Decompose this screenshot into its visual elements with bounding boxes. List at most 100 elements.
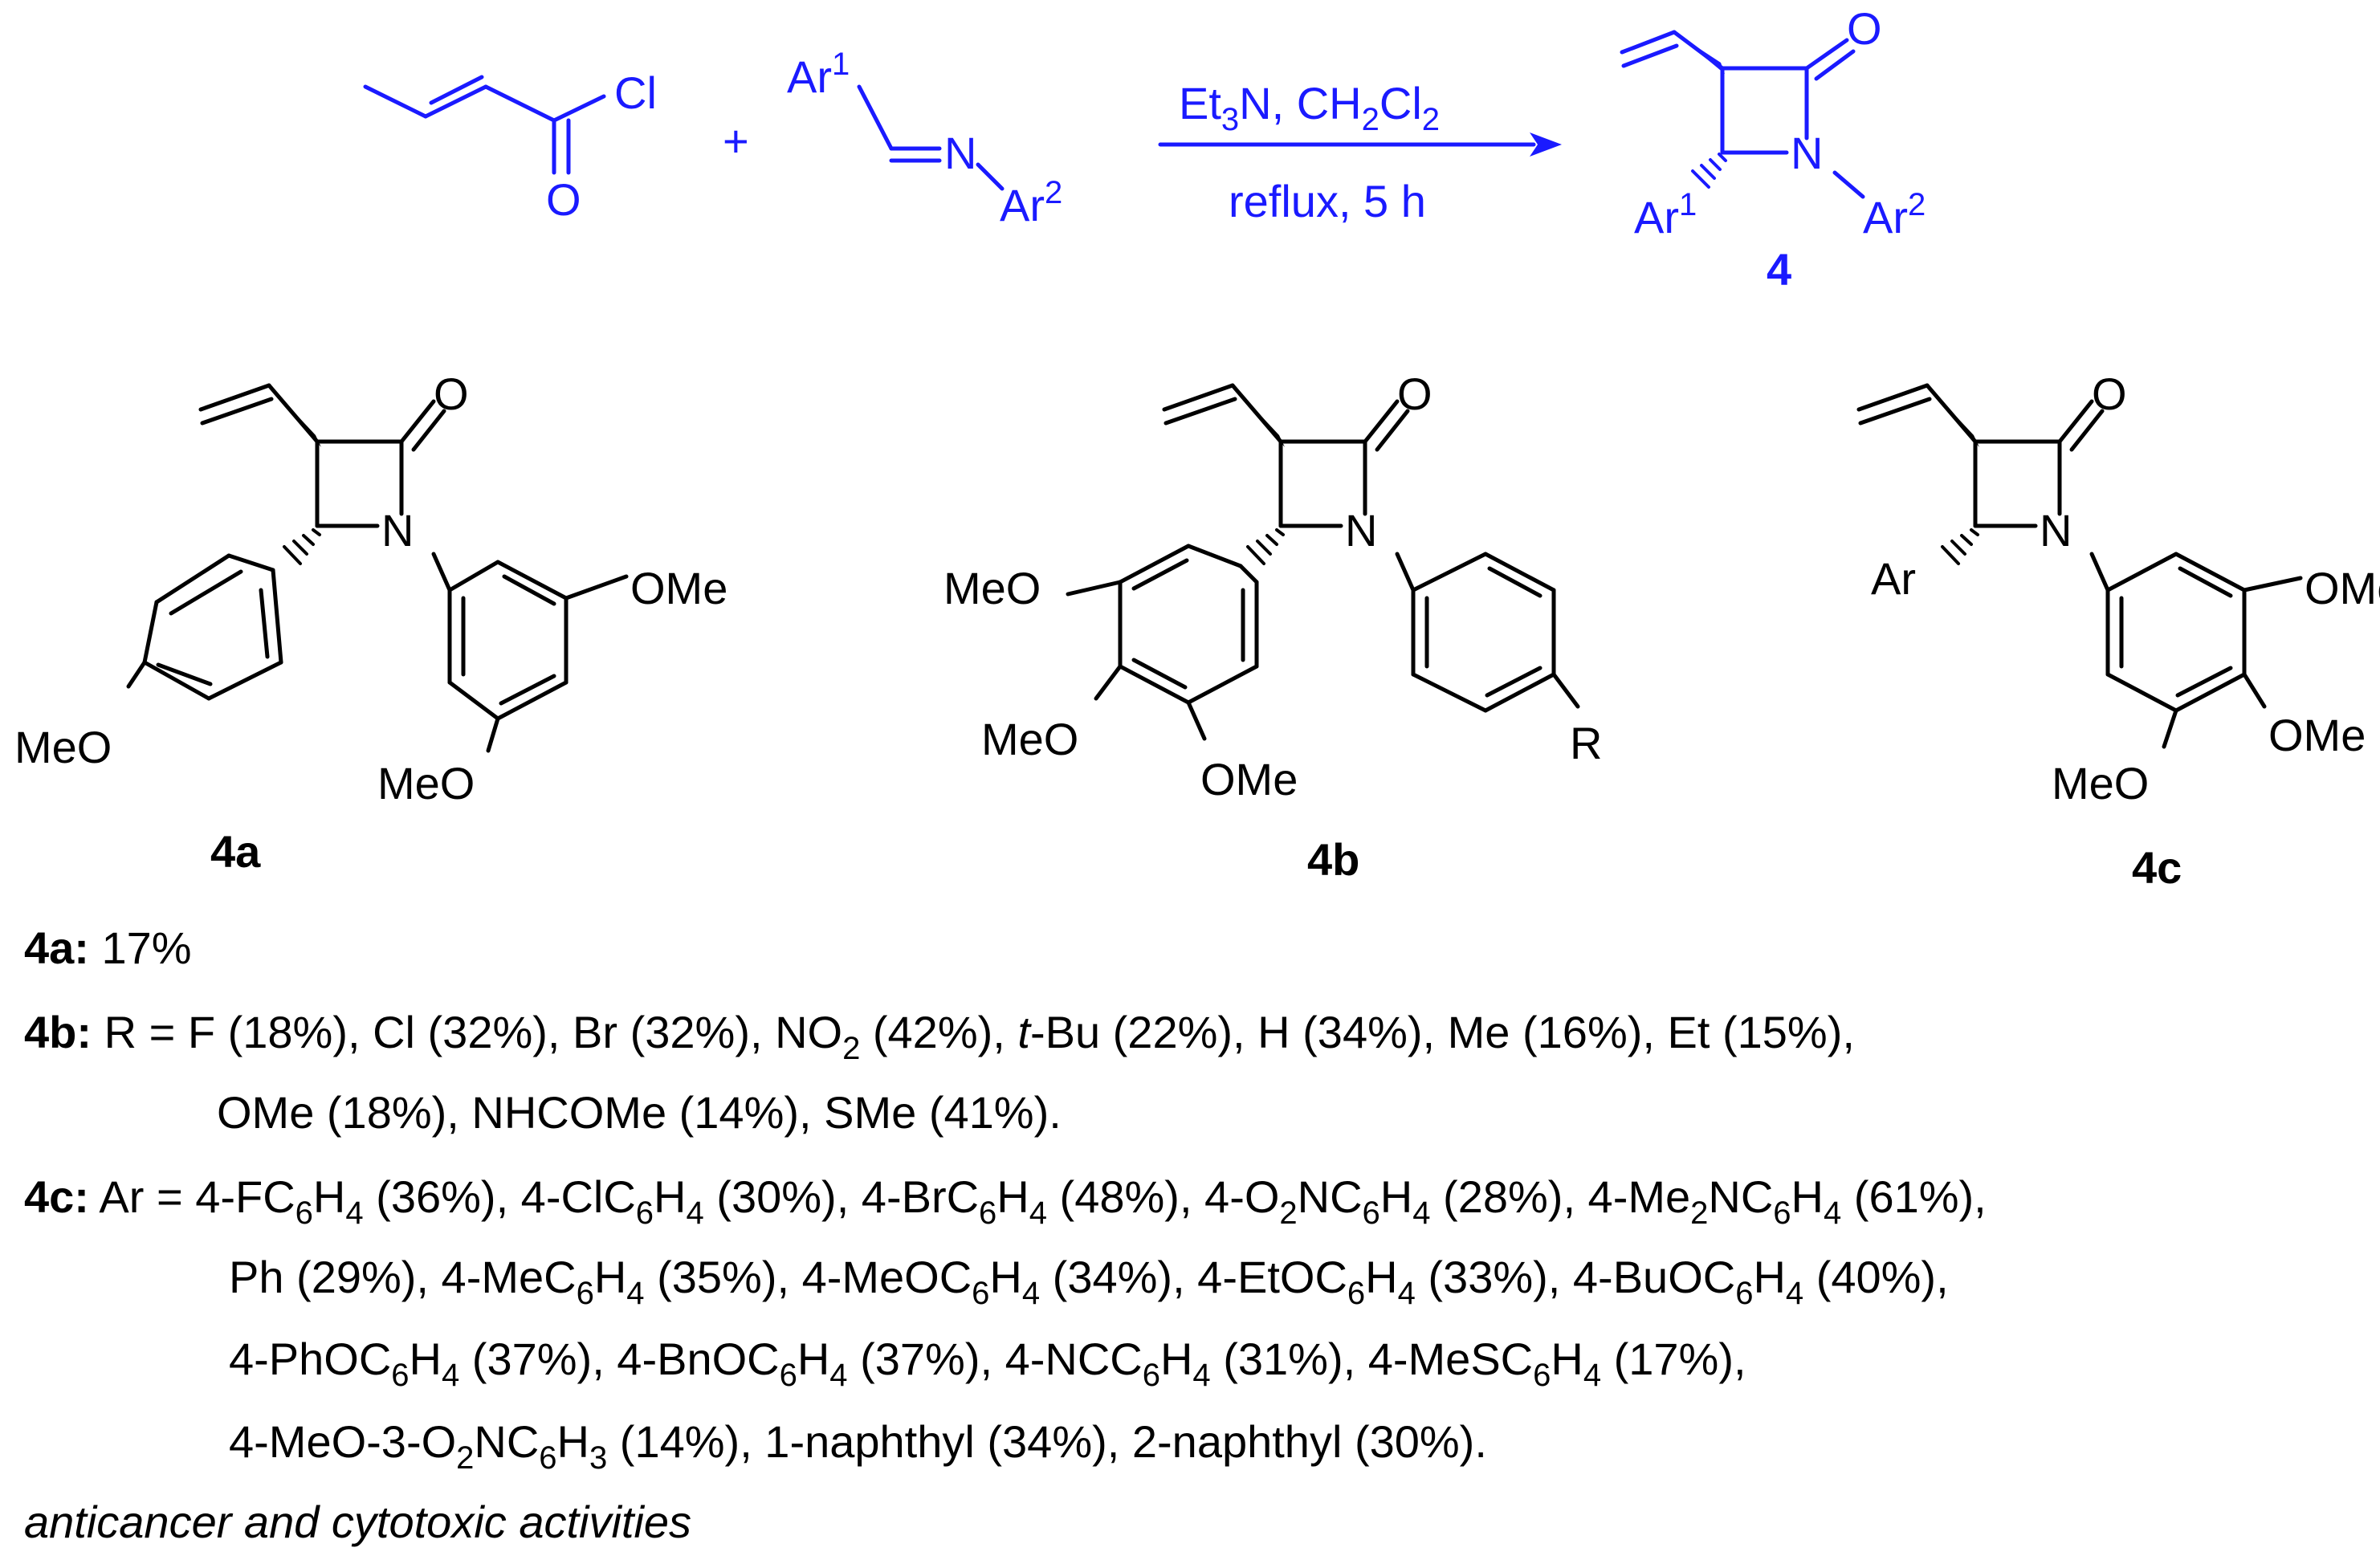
yield-4c-line3-seg-6: H [797, 1334, 829, 1384]
s4a-compound-label: 4a [210, 826, 261, 877]
s4b-compound-label: 4b [1307, 834, 1359, 885]
yield-4c-line2-seg-5: 6 [972, 1276, 989, 1311]
yield-4c-line1-seg-18: (28%), 4-Me [1431, 1171, 1691, 1222]
product-n-label: N [1791, 128, 1823, 178]
yield-4c-line1-seg-6: H [654, 1171, 686, 1222]
yield-4c-line2-seg-15: 4 [1786, 1276, 1803, 1311]
structure-4a [126, 383, 629, 753]
yield-4c-line1-seg-14: NC [1298, 1171, 1363, 1222]
s4a-meo-bottom: MeO [377, 758, 475, 808]
imine-structure [857, 84, 1005, 191]
product-compound-number: 4 [1767, 244, 1791, 295]
yield-4c-line1-seg-22: H [1791, 1171, 1824, 1222]
s4c-n: N [2040, 505, 2072, 556]
s4b-n: N [1345, 505, 1377, 556]
yield-4c-line2-seg-13: 6 [1735, 1276, 1753, 1311]
acyl-chloride-o-label: O [546, 174, 581, 225]
s4b-meo-mid: MeO [981, 714, 1078, 764]
yield-4c-line1-seg-0: Ar = 4-FC [99, 1171, 295, 1222]
yield-4c-line1-seg-21: 6 [1773, 1195, 1791, 1231]
s4b-meo-top: MeO [943, 563, 1041, 613]
s4c-ome-right: OMe [2305, 563, 2380, 613]
product-ar2-label: Ar2 [1863, 187, 1926, 242]
product-vinyl-wedge [1674, 32, 1725, 74]
yield-4c-line3: 4-PhOC6H4 (37%), 4-BnOC6H4 (37%), 4-NCC6… [229, 1334, 1746, 1393]
yield-4c-line3-seg-9: 6 [1143, 1358, 1160, 1393]
yield-4c-line1-seg-8: (30%), 4-BrC [704, 1171, 979, 1222]
yield-4c-line2-seg-12: (33%), 4-BuOC [1416, 1252, 1735, 1302]
yield-4c-line1-seg-12: (48%), 4-O [1047, 1171, 1279, 1222]
yield-4c-line4-seg-1: 2 [456, 1440, 474, 1476]
yield-4c-line3-seg-2: H [410, 1334, 442, 1384]
s4c-ar: Ar [1871, 553, 1916, 604]
yield-4c-line1-seg-15: 6 [1363, 1195, 1380, 1231]
yield-4c-line1-seg-9: 6 [979, 1195, 996, 1231]
yield-4c-line3-seg-7: 4 [829, 1358, 847, 1393]
yield-4c-line3-seg-15: 4 [1583, 1358, 1601, 1393]
yield-4c-line1-seg-20: NC [1708, 1171, 1773, 1222]
yield-4c-line2-seg-6: H [989, 1252, 1021, 1302]
yield-4c-line3-seg-13: 6 [1533, 1358, 1551, 1393]
yield-4c-line4-seg-0: 4-MeO-3-O [229, 1416, 456, 1467]
yield-4c-line1-seg-24: (61%), [1841, 1171, 1987, 1222]
yield-4a-line: 4a: 17% [24, 922, 192, 973]
s4c-compound-label: 4c [2132, 842, 2182, 893]
product-ar1-label: Ar1 [1634, 187, 1697, 242]
yield-4c-line1-seg-16: H [1380, 1171, 1412, 1222]
yield-4c-line4-seg-2: NC [474, 1416, 539, 1467]
yield-4c-line1-seg-11: 4 [1029, 1195, 1047, 1231]
s4b-carbonyl-o: O [1397, 369, 1432, 419]
yield-4c-line2-seg-0: Ph (29%), 4-MeC [229, 1252, 577, 1302]
yield-4c-line3-seg-12: (31%), 4-MeSC [1211, 1334, 1533, 1384]
yield-4c-line4-seg-5: 3 [589, 1440, 607, 1476]
s4a-meo-left: MeO [14, 722, 112, 772]
reaction-arrow-head [1530, 132, 1562, 157]
yield-4c-line2-seg-10: H [1365, 1252, 1397, 1302]
yield-4b-line2: OMe (18%), NHCOMe (14%), SMe (41%). [217, 1087, 1062, 1138]
activity-footer: anticancer and cytotoxic activities [24, 1497, 691, 1547]
yield-4c-line3-seg-1: 6 [391, 1358, 409, 1393]
yield-4c-line4-seg-3: 6 [539, 1440, 556, 1476]
yield-4c-line2-seg-7: 4 [1022, 1276, 1040, 1311]
yields-block: 4a: 17% 4b: R = F (18%), Cl (32%), Br (3… [24, 922, 1987, 1476]
yield-4b-line1: 4b: R = F (18%), Cl (32%), Br (32%), NO2… [24, 1007, 1855, 1066]
yield-4c-line3-seg-10: H [1160, 1334, 1192, 1384]
yield-4c-line3-seg-5: 6 [780, 1358, 797, 1393]
yield-4c-line2-seg-9: 6 [1347, 1276, 1365, 1311]
conditions-reagents: Et3N, CH2Cl2 [1179, 78, 1440, 137]
yield-4c-line2-seg-1: 6 [577, 1276, 594, 1311]
yield-4c-line1-seg-3: 4 [345, 1195, 363, 1231]
product-beta-lactam-structure [1620, 30, 1865, 199]
yield-4c-line4: 4-MeO-3-O2NC6H3 (14%), 1-naphthyl (34%),… [229, 1416, 1487, 1476]
product-hash-bond [1691, 153, 1727, 189]
s4b-vinyl-wedge [1233, 385, 1285, 447]
structure-4b [1066, 383, 1580, 741]
yield-4c-line2-seg-8: (34%), 4-EtOC [1040, 1252, 1347, 1302]
plus-sign: + [723, 116, 749, 166]
s4c-ome-mid: OMe [2268, 710, 2366, 760]
s4a-vinyl-wedge [269, 385, 321, 447]
yield-4c-line3-seg-0: 4-PhOC [229, 1334, 391, 1384]
imine-n-label: N [944, 128, 976, 178]
yield-4c-line2-seg-16: (40%), [1803, 1252, 1949, 1302]
imine-ar1-label: Ar1 [787, 47, 850, 102]
reaction-scheme: Cl O + Ar1 N Ar2 Et3N, CH2Cl2 reflux, 5 … [363, 3, 1926, 295]
yield-4c-line2-seg-4: (35%), 4-MeOC [645, 1252, 972, 1302]
yield-4c-line1-seg-13: 2 [1279, 1195, 1297, 1231]
yield-4c-line1-seg-2: H [313, 1171, 345, 1222]
acyl-chloride-cl-label: Cl [614, 67, 657, 118]
yield-4c-line1: 4c: Ar = 4-FC6H4 (36%), 4-ClC6H4 (30%), … [24, 1171, 1987, 1231]
yield-4c-line3-seg-4: (37%), 4-BnOC [459, 1334, 779, 1384]
s4c-meo-bottom: MeO [2052, 758, 2149, 808]
product-carbonyl-o-label: O [1847, 3, 1882, 54]
structure-4c [1856, 383, 2303, 749]
yield-4c-line4-seg-6: (14%), 1-naphthyl (34%), 2-naphthyl (30%… [607, 1416, 1487, 1467]
yield-4c-line1-seg-5: 6 [636, 1195, 654, 1231]
s4a-ome-right: OMe [630, 563, 727, 613]
yield-4c-line2-seg-11: 4 [1398, 1276, 1416, 1311]
yield-4c-line3-seg-8: (37%), 4-NCC [848, 1334, 1143, 1384]
yield-4c-line3-seg-16: (17%), [1601, 1334, 1746, 1384]
yield-4c-line3-seg-3: 4 [442, 1358, 459, 1393]
s4b-r-group: R [1570, 718, 1602, 768]
yield-4c-line1-seg-17: 4 [1412, 1195, 1430, 1231]
